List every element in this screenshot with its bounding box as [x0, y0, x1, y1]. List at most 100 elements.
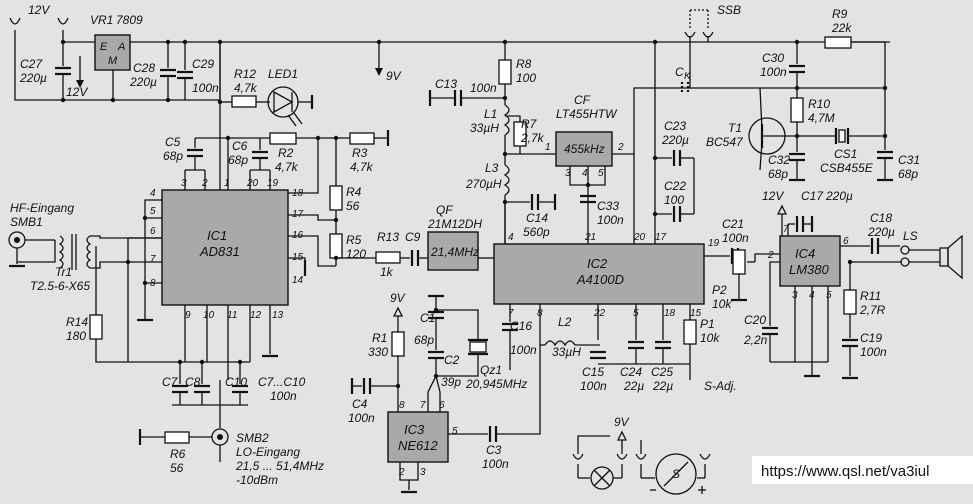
ic4-body [779, 235, 841, 287]
r7-ref: R7 [521, 117, 538, 131]
c7-c10-range: C7...C10 [258, 375, 306, 389]
svg-text:4: 4 [582, 168, 588, 179]
l2-ref: L2 [558, 315, 572, 329]
p2-val: 10k [712, 297, 732, 311]
r14-resistor [89, 314, 103, 340]
svg-text:3: 3 [565, 168, 571, 179]
c25-ref: C25 [651, 365, 673, 379]
r14-ref: R14 [66, 315, 88, 329]
r5-ref: R5 [346, 233, 362, 247]
c32-ref: C32 [768, 153, 790, 167]
svg-text:19: 19 [708, 238, 720, 249]
ic2-body [493, 243, 705, 305]
c31-val: 68p [898, 167, 918, 181]
r8-val: 100 [516, 71, 536, 85]
c9-ref: C9 [405, 230, 421, 244]
ic2-part: A4100D [576, 272, 624, 287]
ic3-oscillator: 9V R1 330 C4 100n IC3 NE612 8 7 6 5 2 3 [348, 291, 541, 494]
c5-ref: C5 [165, 135, 181, 149]
ic2-receiver: IC2 A4100D 4 21 20 17 19 7 8 22 5 18 15 [493, 232, 720, 319]
r13-ref: R13 [377, 230, 399, 244]
r3-resistor [349, 132, 375, 145]
svg-text:17: 17 [655, 232, 667, 243]
r1-resistor [391, 331, 405, 357]
svg-text:20: 20 [633, 232, 646, 243]
c17-val: 220µ [825, 189, 853, 203]
r1-ref: R1 [372, 331, 387, 345]
cf-ceramic-filter: CF LT455HTW 455kHz 1 2 3 4 5 C33 100n [545, 87, 690, 244]
svg-text:18: 18 [664, 308, 676, 319]
label-12v-arrow: 12V [66, 85, 88, 99]
qz1-ref: Qz1 [480, 363, 502, 377]
c31-ref: C31 [898, 153, 920, 167]
hf-title: HF-Eingang [10, 201, 74, 215]
svg-text:9: 9 [185, 310, 191, 321]
l3-ref: L3 [485, 161, 499, 175]
c32-val: 68p [768, 167, 788, 181]
c20-val: 2,2n [743, 333, 768, 347]
c33-val: 100n [597, 213, 624, 227]
r5-resistor [329, 233, 343, 259]
c7-c10-val: 100n [270, 389, 297, 403]
speaker-icon [939, 247, 949, 267]
r3-val: 4,7k [350, 160, 374, 174]
c2-val: 39p [441, 375, 461, 389]
svg-text:11: 11 [227, 310, 237, 321]
ck-ref: C [675, 65, 684, 79]
ic2-bottom-network: C16 100n L2 33µH C15 100n C24 22µ C25 22… [502, 304, 737, 393]
ck-sub: K [684, 71, 692, 82]
c6-val: 68p [228, 153, 248, 167]
c29-ref: C29 [192, 57, 214, 71]
r5-val: 120 [346, 247, 366, 261]
svg-text:5: 5 [598, 168, 604, 179]
c4-val: 100n [348, 411, 375, 425]
qf-label: 21,4MHz [430, 245, 479, 259]
c13-ref: C13 [435, 77, 457, 91]
svg-text:5: 5 [826, 290, 832, 301]
c18-val: 220µ [867, 225, 895, 239]
svg-text:2: 2 [767, 250, 774, 261]
r11-resistor [843, 289, 857, 315]
ssb-bfo-section: SSB R9 22k C30 100n R10 4,7M T1 BC547 [684, 3, 920, 182]
qz1-val: 20,945MHz [465, 377, 527, 391]
svg-text:7: 7 [508, 308, 514, 319]
p1-pot[interactable] [683, 319, 697, 345]
led1-symbol [267, 86, 299, 118]
c23-ref: C23 [664, 119, 686, 133]
svg-text:14: 14 [292, 275, 304, 286]
r13-resistor [375, 251, 401, 264]
svg-text:22: 22 [593, 308, 606, 319]
r11-ref: R11 [860, 289, 881, 303]
c7-ref: C7 [162, 375, 179, 389]
c1-val: 68p [414, 333, 434, 347]
c13-val: 100n [470, 81, 497, 95]
qf-ref: QF [436, 203, 453, 217]
r12-led1: R12 4,7k LED1 [217, 42, 314, 190]
led1-ref: LED1 [268, 67, 298, 81]
ic2-input-network: R8 100 C13 100n L1 33µH R7 2,7k L3 270µH… [428, 42, 557, 244]
p1-val: 10k [700, 331, 720, 345]
s-adj-label: S-Adj. [704, 379, 737, 393]
svg-text:2: 2 [398, 467, 405, 478]
c25-val: 22µ [652, 379, 673, 393]
p2-pot[interactable] [732, 249, 746, 275]
smb2-level: -10dBm [236, 473, 278, 487]
ic2-ref: IC2 [587, 256, 608, 271]
p1-ref: P1 [700, 317, 715, 331]
svg-text:5: 5 [150, 206, 156, 217]
vr1-e: E [100, 41, 108, 53]
c23-val: 220µ [661, 133, 689, 147]
ic3-part: NE612 [398, 438, 439, 453]
label-9v-ic3: 9V [390, 291, 406, 305]
s-meter-label: S [672, 467, 680, 481]
c27-ref: C27 [20, 57, 43, 71]
c28-ref: C28 [133, 61, 155, 75]
svg-text:13: 13 [272, 310, 284, 321]
cf-body [555, 131, 613, 167]
website-url[interactable]: https://www.qsl.net/va3iul [761, 463, 929, 480]
c15-val: 100n [580, 379, 607, 393]
ic4-audio-amp: C21 100n P2 10k IC4 LM380 7 2 6 3 4 5 12… [704, 189, 963, 380]
r11-val: 2,7R [859, 303, 886, 317]
svg-text:19: 19 [267, 178, 279, 189]
l2-val: 33µH [552, 345, 581, 359]
